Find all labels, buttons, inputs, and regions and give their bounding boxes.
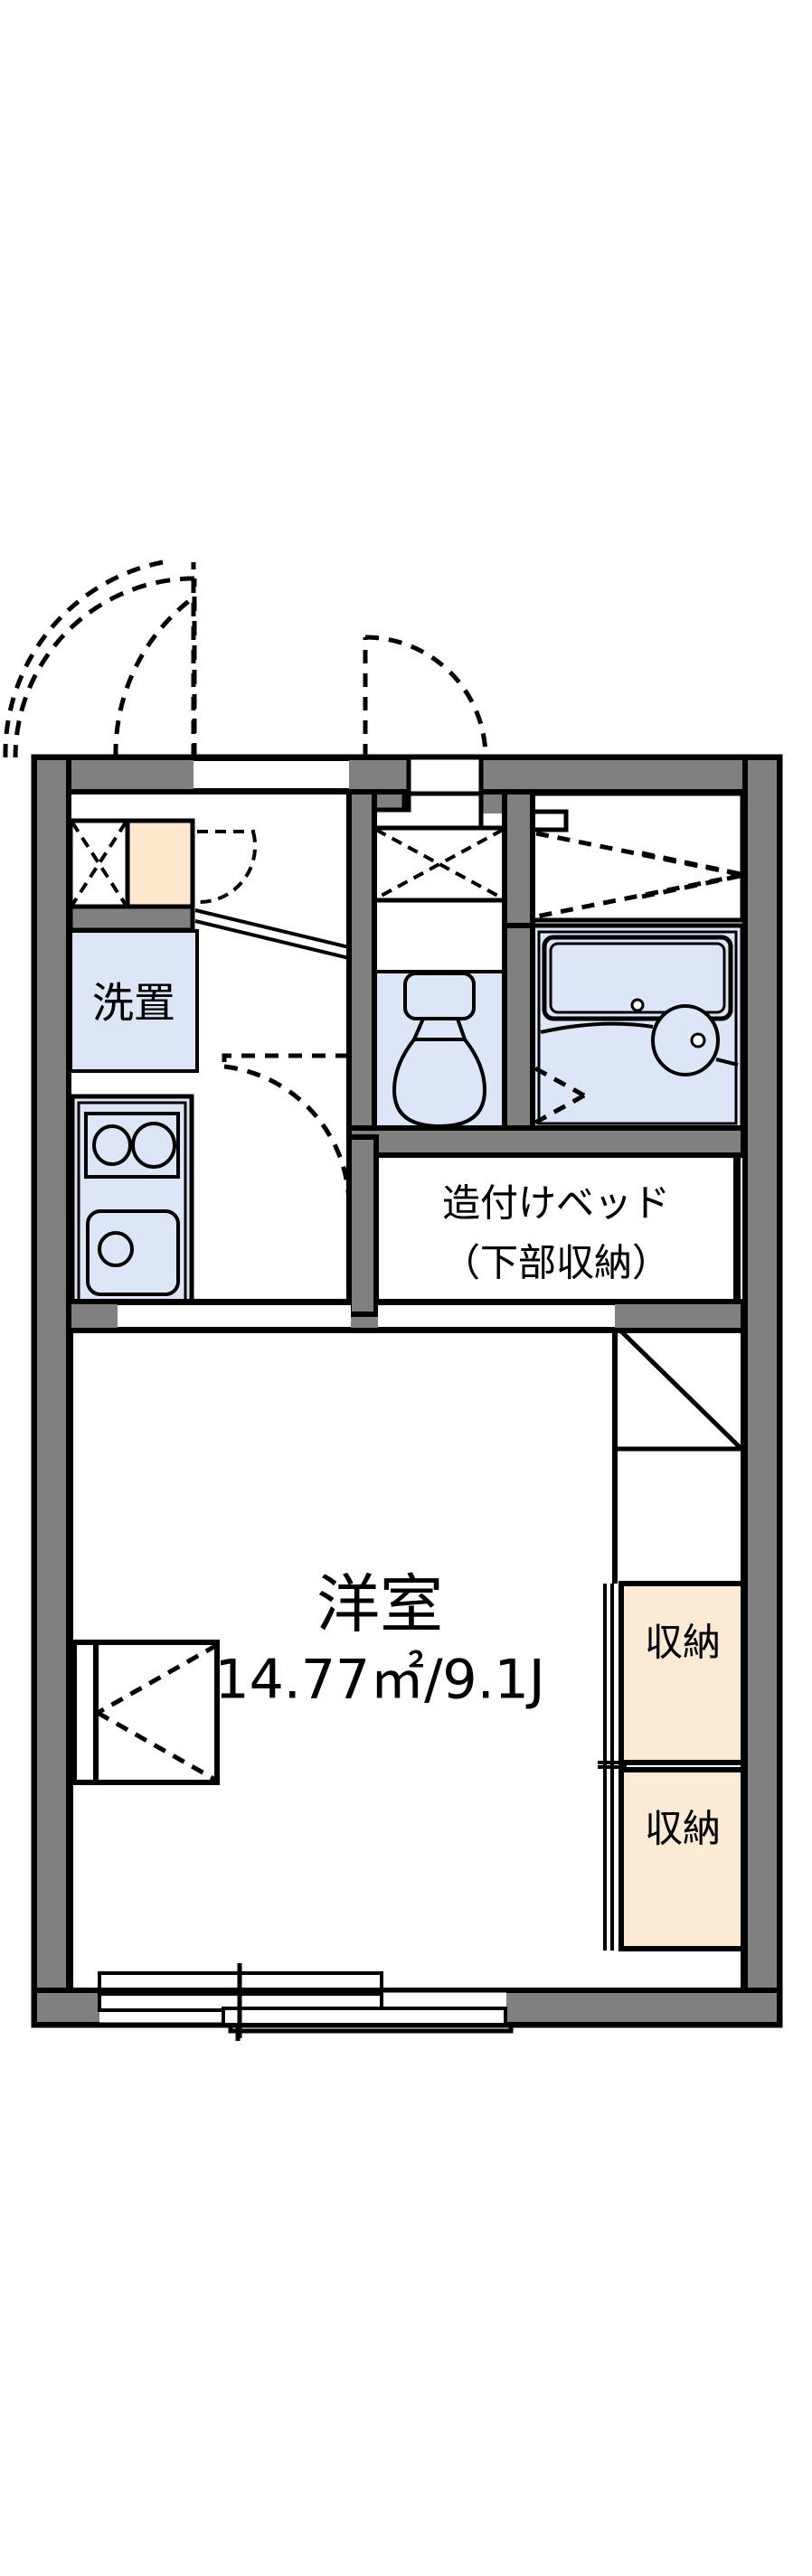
closet-upper-label: 収納 bbox=[645, 1621, 721, 1665]
laundry-label-fg: 洗置 bbox=[92, 979, 175, 1028]
burner-small-icon-fg bbox=[92, 1124, 132, 1166]
hall-closet-box-fg[interactable] bbox=[530, 791, 745, 923]
left-wall bbox=[32, 755, 71, 2027]
room-door-opening[interactable] bbox=[118, 1303, 351, 1329]
main-room-area-top: 14.77㎡/9.1J bbox=[214, 1649, 544, 1712]
closet-upper-label-top: 収納 bbox=[645, 1621, 721, 1665]
bed-label-line2-fg: （下部収納） bbox=[442, 1241, 670, 1285]
entrance-door[interactable] bbox=[3, 559, 196, 758]
wash-basin-fixture-fg bbox=[651, 1004, 720, 1076]
upper-right-alcove-fg bbox=[612, 1325, 743, 1584]
vanity-counter-edge-right-fg bbox=[715, 1058, 739, 1067]
wall-bed-left bbox=[346, 1134, 379, 1317]
room-door-panel-fg bbox=[222, 1053, 349, 1070]
right-wall bbox=[742, 755, 782, 2027]
main-room-name-fg: 洋室 bbox=[316, 1567, 443, 1641]
laundry-sliding-door-fg[interactable] bbox=[194, 908, 350, 960]
toilet-cistern-fg bbox=[403, 972, 476, 1020]
closet-lower-box-fg[interactable] bbox=[618, 1767, 746, 1951]
bed-label-line2-top: （下部収納） bbox=[442, 1241, 670, 1285]
hall-closet-folding-arrow-icon-fg bbox=[535, 831, 746, 919]
sink-drain-icon-fg bbox=[98, 1231, 134, 1267]
bath-folding-door-fg[interactable] bbox=[533, 1066, 586, 1125]
right-closet-group-fg: 収納 収納 bbox=[598, 1581, 746, 1951]
bed-alcove-opening bbox=[378, 1303, 615, 1329]
entrance-tile-fg bbox=[125, 818, 195, 909]
wall-toilet-bath-lower bbox=[502, 923, 535, 1133]
washing-machine-pan-fg bbox=[69, 929, 199, 1073]
burner-large-icon-fg bbox=[131, 1122, 176, 1169]
closet-lower-label: 収納 bbox=[645, 1807, 721, 1851]
entry-inner-door-fg[interactable] bbox=[196, 830, 258, 905]
main-room-area-fg: 14.77㎡/9.1J bbox=[214, 1649, 544, 1712]
wash-basin-drain-icon-fg bbox=[690, 1032, 706, 1048]
shoe-cabinet-fg[interactable] bbox=[68, 818, 130, 909]
vanity-counter-edge-fg bbox=[540, 1021, 654, 1034]
wall-toilet-bath-upper bbox=[502, 789, 535, 930]
meter-door-opening[interactable] bbox=[406, 755, 484, 796]
bed-label-line1-top: 造付けベッド bbox=[442, 1181, 670, 1226]
shoe-cabinet-x-icon-fg bbox=[71, 821, 127, 907]
overhead-storage-toilet-x-icon-fg bbox=[375, 828, 504, 900]
laundry-label-top: 洗置 bbox=[92, 979, 175, 1028]
meter-door-swing-arc bbox=[364, 635, 488, 758]
entrance-door-arc-2 bbox=[113, 596, 195, 758]
bathtub-inner-fg bbox=[549, 942, 726, 1014]
bed-label-line1-fg: 造付けベッド bbox=[442, 1181, 670, 1226]
left-closet-fg[interactable] bbox=[71, 1640, 220, 1785]
wall-wet-bottom bbox=[346, 1125, 746, 1158]
closet-lower-label-top: 収納 bbox=[645, 1807, 721, 1851]
closet-upper-box-fg[interactable] bbox=[618, 1581, 746, 1765]
alcove-diagonal-fg bbox=[615, 1325, 743, 1451]
genkan-step-wall bbox=[68, 904, 195, 933]
balcony-sash-b bbox=[222, 2007, 507, 2026]
main-room-name-top: 洋室 bbox=[316, 1567, 443, 1641]
closet-sliding-doors-fg[interactable] bbox=[598, 1584, 627, 1951]
entrance-door-swing-group bbox=[113, 596, 195, 758]
entrance-door-opening[interactable] bbox=[194, 759, 349, 790]
top-wall-band bbox=[32, 755, 782, 796]
bathtub-drain-icon-fg bbox=[630, 998, 645, 1012]
wall-hall-toilet bbox=[346, 789, 377, 1133]
label-layer: 洗置 造付けベッド （下部収納） 洋室 14.77㎡/9.1J 収納 収納 bbox=[92, 979, 721, 1851]
bottom-window-opening[interactable] bbox=[98, 1981, 507, 2038]
left-closet-folding-arrow-icon-fg bbox=[96, 1642, 219, 1783]
bed-alcove-outline-fg bbox=[373, 1151, 739, 1312]
main-room-top-openings bbox=[118, 1302, 615, 1330]
meter-box-door[interactable] bbox=[363, 635, 488, 758]
